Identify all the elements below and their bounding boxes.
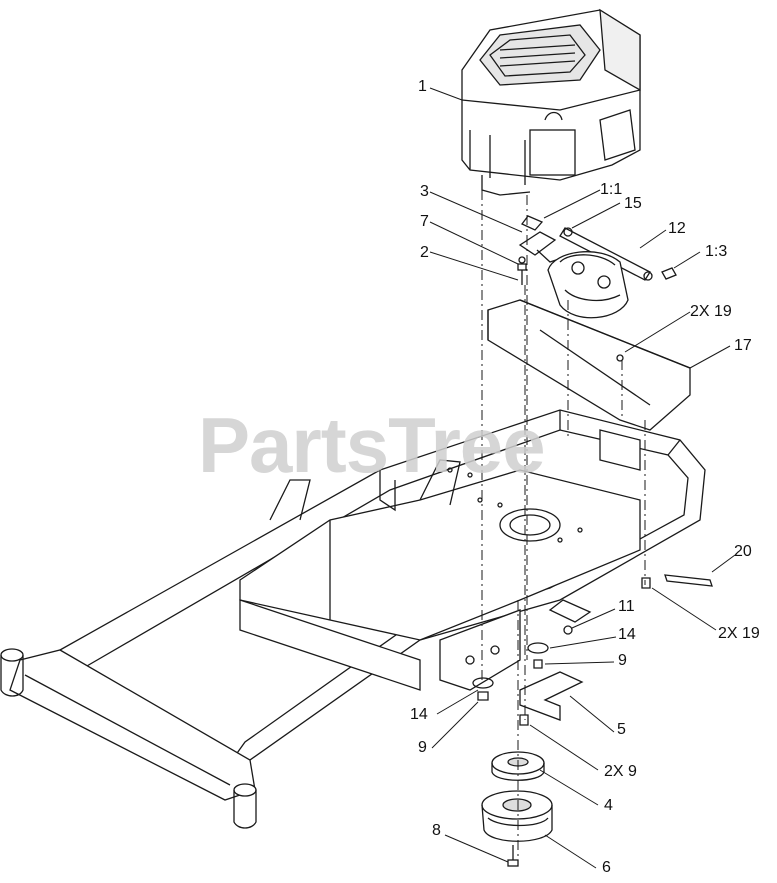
- frame-part: [0, 409, 706, 829]
- callout-12: 12: [668, 220, 686, 237]
- phantom-lines: [481, 190, 646, 860]
- callout-2x9: 2X 9: [604, 763, 637, 780]
- callout-20: 20: [734, 543, 752, 560]
- leader-lines: [429, 87, 736, 869]
- clutch-part: [481, 790, 553, 842]
- callout-2: 2: [420, 244, 429, 261]
- callout-17: 17: [734, 337, 752, 354]
- callout-4: 4: [604, 797, 613, 814]
- engine-part: [461, 8, 641, 196]
- callout-11: 11: [618, 598, 635, 615]
- callout-9-left: 9: [418, 739, 427, 756]
- heat-shield-part: [487, 299, 691, 431]
- callout-6: 6: [602, 859, 611, 876]
- exhaust-pipe-part: [518, 215, 677, 281]
- callout-1-3: 1:3: [705, 243, 728, 260]
- callout-14-right: 14: [618, 626, 636, 643]
- callout-8: 8: [432, 822, 441, 839]
- callout-9-right: 9: [618, 652, 627, 669]
- hardware-part: [472, 574, 713, 726]
- muffler-part: [547, 251, 629, 319]
- callout-2x19-bottom: 2X 19: [718, 625, 760, 642]
- partstree-watermark: PartsTree: [198, 401, 546, 489]
- callout-15: 15: [624, 195, 642, 212]
- callout-3: 3: [420, 183, 429, 200]
- callout-2x19-top: 2X 19: [690, 303, 732, 320]
- callout-14-left: 14: [410, 706, 428, 723]
- bracket-part: [519, 599, 592, 721]
- clutch-bolt-part: [507, 845, 519, 867]
- callout-7: 7: [420, 213, 429, 230]
- callout-1-1: 1:1: [600, 181, 623, 198]
- callout-5: 5: [617, 721, 626, 738]
- bolt-part: [517, 256, 527, 285]
- callout-1: 1: [418, 78, 427, 95]
